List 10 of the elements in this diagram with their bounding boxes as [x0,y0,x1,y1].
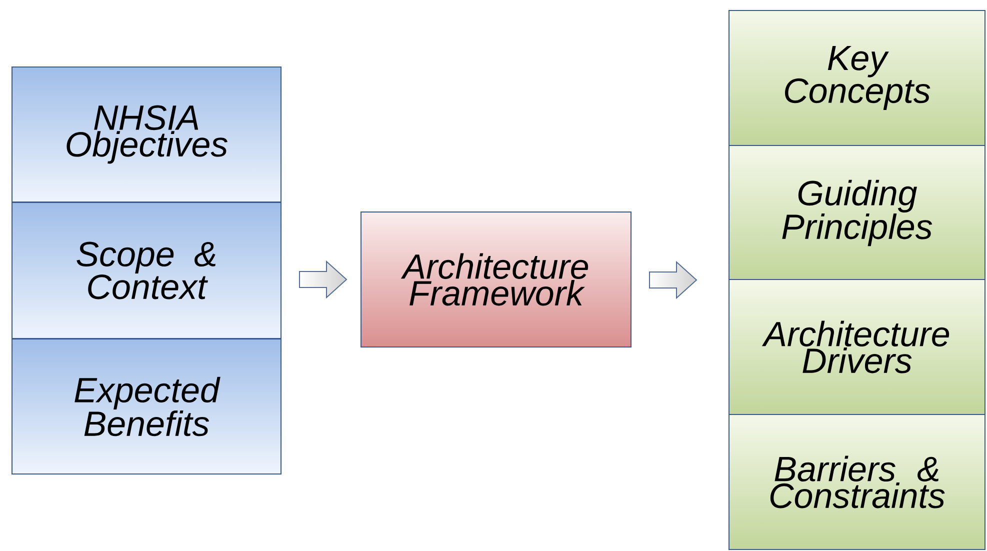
stacked-box: NHSIA Objectives [12,66,282,202]
stacked-box: Scope & Context [12,202,282,339]
block-arrow [299,260,348,299]
stacked-box: Guiding Principles [728,145,986,281]
framework-box: Architecture Framework [360,212,632,348]
block-arrow [649,260,698,300]
stacked-box: Expected Benefits [12,338,282,474]
stacked-box: Barriers & Constraints [728,414,986,550]
stacked-box: Key Concepts [728,10,986,146]
stacked-box: Architecture Drivers [728,279,986,415]
